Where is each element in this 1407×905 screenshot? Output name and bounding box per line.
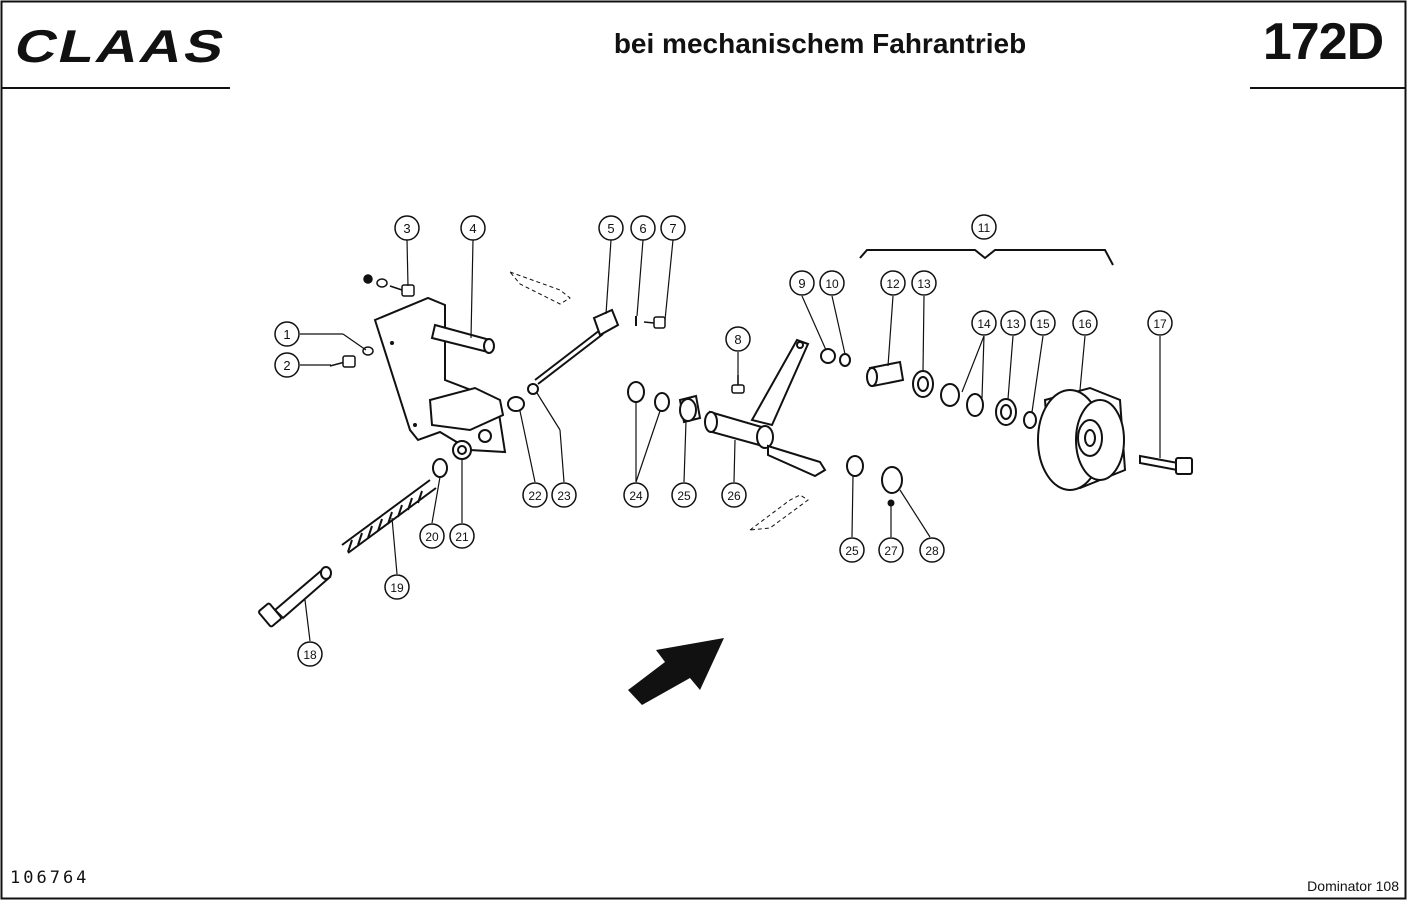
svg-text:18: 18 <box>303 648 317 662</box>
callout-27: 27 <box>878 537 904 563</box>
page-number: 172D <box>1262 13 1384 71</box>
svg-text:10: 10 <box>825 277 839 291</box>
callout-19: 19 <box>384 574 410 600</box>
svg-text:13: 13 <box>1006 317 1020 331</box>
model-name: Dominator 108 <box>1307 878 1399 894</box>
bushings-24 <box>627 381 670 412</box>
svg-text:24: 24 <box>629 489 643 503</box>
callout-15: 15 <box>1030 310 1056 336</box>
svg-text:23: 23 <box>557 489 571 503</box>
svg-text:6: 6 <box>639 221 646 236</box>
svg-text:9: 9 <box>798 276 805 291</box>
svg-text:3: 3 <box>403 221 410 236</box>
lever-arm-26 <box>704 338 827 478</box>
svg-text:28: 28 <box>925 544 939 558</box>
svg-text:26: 26 <box>727 489 741 503</box>
bolt-18 <box>258 566 332 628</box>
bolt-3 <box>363 274 415 297</box>
callout-21: 21 <box>449 523 475 549</box>
callout-2: 2 <box>274 352 300 378</box>
page-title: bei mechanischem Fahrantrieb <box>613 28 1027 59</box>
callout-5: 5 <box>598 215 624 241</box>
direction-arrow <box>628 638 724 705</box>
svg-text:21: 21 <box>455 530 469 544</box>
svg-text:7: 7 <box>669 221 676 236</box>
callout-14: 14 <box>971 310 997 336</box>
svg-text:19: 19 <box>390 581 404 595</box>
callout-10: 10 <box>819 270 845 296</box>
callout-13b: 13 <box>1000 310 1026 336</box>
callout-9: 9 <box>789 270 815 296</box>
svg-text:2: 2 <box>283 358 290 373</box>
callout-3: 3 <box>394 215 420 241</box>
svg-text:CLAAS: CLAAS <box>10 21 233 72</box>
svg-text:27: 27 <box>884 544 898 558</box>
svg-text:11: 11 <box>978 221 991 235</box>
callout-23: 23 <box>551 482 577 508</box>
svg-text:22: 22 <box>528 489 542 503</box>
callout-4: 4 <box>460 215 486 241</box>
callout-20: 20 <box>419 523 445 549</box>
callout-12: 12 <box>880 270 906 296</box>
svg-text:8: 8 <box>734 332 741 347</box>
bolt-17 <box>1139 454 1193 475</box>
callout-22: 22 <box>522 482 548 508</box>
svg-text:15: 15 <box>1036 317 1050 331</box>
svg-text:25: 25 <box>677 489 691 503</box>
callout-8: 8 <box>725 326 751 352</box>
rod-5 <box>534 308 620 385</box>
bracket-plate <box>373 296 507 454</box>
callout-1: 1 <box>274 321 300 347</box>
svg-text:16: 16 <box>1078 317 1092 331</box>
svg-text:5: 5 <box>607 221 614 236</box>
pin-4 <box>430 323 495 354</box>
pulley-assembly <box>866 360 1127 491</box>
callout-6: 6 <box>630 215 656 241</box>
callout-16: 16 <box>1072 310 1098 336</box>
svg-text:14: 14 <box>977 317 991 331</box>
svg-text:1: 1 <box>283 327 290 342</box>
svg-text:4: 4 <box>469 221 476 236</box>
callout-13a: 13 <box>911 270 937 296</box>
svg-text:13: 13 <box>917 277 931 291</box>
callouts: 1 2 3 4 5 6 7 8 9 10 11 12 13 13 14 15 1… <box>274 214 1173 667</box>
callout-11: 11 <box>971 214 997 240</box>
svg-text:12: 12 <box>886 277 900 291</box>
callout-26: 26 <box>721 482 747 508</box>
callout-7: 7 <box>660 215 686 241</box>
callout-25b: 25 <box>839 537 865 563</box>
bolt-2 <box>329 355 356 368</box>
callout-25a: 25 <box>671 482 697 508</box>
document-number: 106764 <box>10 868 90 888</box>
callout-17: 17 <box>1147 310 1173 336</box>
callout-18: 18 <box>297 641 323 667</box>
callout-28: 28 <box>919 537 945 563</box>
svg-text:25: 25 <box>845 544 859 558</box>
spring-19 <box>341 479 437 554</box>
svg-text:17: 17 <box>1153 317 1167 331</box>
callout-24: 24 <box>623 482 649 508</box>
claas-logo: CLAAS <box>10 21 233 72</box>
svg-text:20: 20 <box>425 530 439 544</box>
bushing-25a <box>678 394 702 424</box>
